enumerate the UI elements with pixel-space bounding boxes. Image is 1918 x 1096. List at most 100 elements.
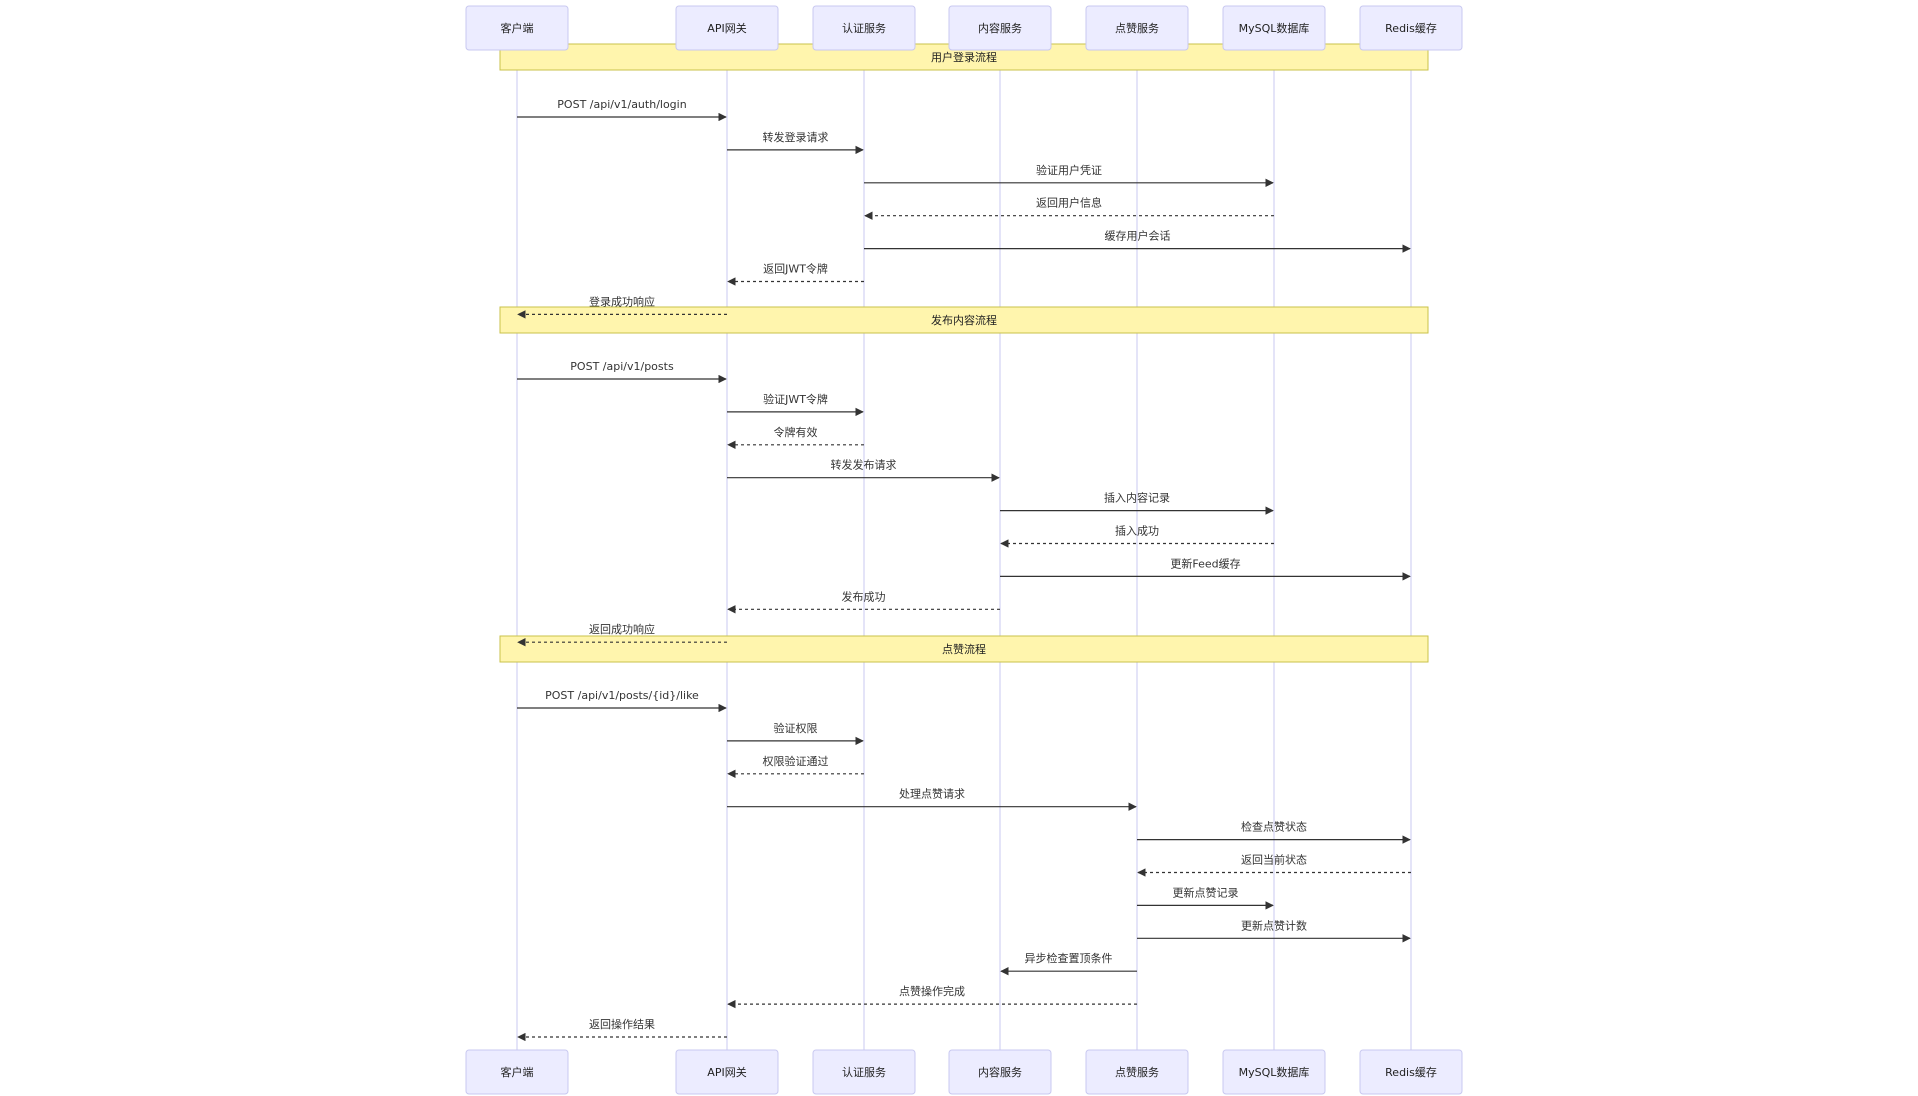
participant-client-top: 客户端 (465, 5, 569, 51)
participant-box (675, 5, 779, 51)
message: 处理点赞请求 (727, 788, 1137, 811)
note-title: 发布内容流程 (931, 313, 997, 327)
participant-redis-top: Redis缓存 (1359, 5, 1463, 51)
participant-client-bottom: 客户端 (465, 1049, 569, 1095)
participant-box (948, 5, 1052, 51)
participant-box (1359, 1049, 1463, 1095)
participant-like-bottom: 点赞服务 (1085, 1049, 1189, 1095)
message: 异步检查置顶条件 (1000, 951, 1137, 976)
participant-auth-bottom: 认证服务 (812, 1049, 916, 1095)
message-label: 发布成功 (842, 589, 886, 603)
lifelines (516, 50, 1412, 1050)
note-box (499, 635, 1429, 663)
participant-box (812, 1049, 916, 1095)
message-label: 返回当前状态 (1241, 853, 1307, 867)
participant-label: Redis缓存 (1385, 21, 1437, 35)
participant-mysql-top: MySQL数据库 (1222, 5, 1326, 51)
participant-box (812, 5, 916, 51)
message-label: 插入内容记录 (1104, 491, 1170, 505)
message-label: 异步检查置顶条件 (1025, 951, 1113, 965)
participant-label: API网关 (707, 1065, 746, 1079)
message: 返回当前状态 (1137, 853, 1411, 877)
note-box (499, 306, 1429, 334)
participant-mysql-bottom: MySQL数据库 (1222, 1049, 1326, 1095)
participant-box (1085, 1049, 1189, 1095)
message-label: 更新点赞记录 (1173, 885, 1239, 899)
participant-box (465, 5, 569, 51)
message: 转发登录请求 (727, 130, 864, 155)
participant-like-top: 点赞服务 (1085, 5, 1189, 51)
message-label: 点赞操作完成 (899, 984, 965, 998)
message-label: 返回成功响应 (589, 622, 655, 636)
participant-label: 内容服务 (978, 21, 1022, 35)
message: 转发发布请求 (727, 458, 1000, 482)
message-label: 权限验证通过 (763, 754, 829, 768)
message-label: 转发登录请求 (763, 130, 829, 144)
participant-label: 点赞服务 (1115, 22, 1159, 35)
participant-label: 客户端 (501, 21, 534, 35)
message-label: POST /api/v1/auth/login (557, 98, 686, 111)
participant-box (1085, 5, 1189, 51)
message-label: 令牌有效 (774, 425, 818, 439)
participant-redis-bottom: Redis缓存 (1359, 1049, 1463, 1095)
message-label: 插入成功 (1115, 524, 1159, 538)
participant-box (675, 1049, 779, 1095)
messages: POST /api/v1/auth/login 转发登录请求验证用户凭证返回用户信… (517, 98, 1411, 1042)
message: 验证用户凭证 (864, 163, 1274, 188)
message-label: 验证用户凭证 (1036, 163, 1102, 177)
message: 验证权限 (727, 721, 864, 746)
participant-label: 客户端 (501, 1065, 534, 1079)
message: 更新点赞计数 (1137, 918, 1411, 943)
participant-label: Redis缓存 (1385, 1065, 1437, 1079)
message-label: 验证权限 (774, 721, 818, 735)
participants-top: 客户端 API网关 认证服务 内容服务 点赞服务 MySQL数据库 Redis缓存 (465, 5, 1463, 51)
message: 检查点赞状态 (1137, 820, 1411, 844)
message: 返回用户信息 (864, 196, 1274, 220)
message-label: 更新点赞计数 (1241, 918, 1307, 932)
message-label: 返回JWT令牌 (763, 262, 828, 276)
message-label: 处理点赞请求 (899, 788, 965, 801)
message: 返回成功响应 (517, 622, 727, 647)
message: 缓存用户会话 (864, 229, 1411, 253)
participant-gateway-bottom: API网关 (675, 1049, 779, 1095)
message-label: 转发发布请求 (831, 458, 897, 472)
message: 更新点赞记录 (1137, 885, 1274, 910)
section-note-3: 点赞流程 (499, 635, 1429, 663)
message: 更新Feed缓存 (1000, 556, 1411, 581)
message: 返回JWT令牌 (727, 262, 864, 286)
message: 发布成功 (727, 589, 1000, 614)
participant-label: 内容服务 (978, 1065, 1022, 1079)
message: POST /api/v1/posts/{id}/like (517, 689, 727, 713)
note-title: 用户登录流程 (931, 50, 997, 64)
participant-label: 认证服务 (842, 1066, 886, 1079)
message: 验证JWT令牌 (727, 392, 864, 417)
participant-label: 点赞服务 (1115, 1066, 1159, 1079)
message-label: 缓存用户会话 (1105, 229, 1171, 243)
participant-content-top: 内容服务 (948, 5, 1052, 51)
message-label: 返回用户信息 (1036, 196, 1102, 210)
message: 返回操作结果 (517, 1017, 727, 1042)
participant-label: API网关 (707, 21, 746, 35)
message: 权限验证通过 (727, 754, 864, 778)
participant-box (1222, 5, 1326, 51)
message-label: POST /api/v1/posts/{id}/like (545, 689, 699, 702)
message-label: POST /api/v1/posts (570, 360, 674, 373)
note-title: 点赞流程 (942, 642, 986, 656)
participant-box (1359, 5, 1463, 51)
message: 令牌有效 (727, 425, 864, 449)
message-label: 更新Feed缓存 (1170, 556, 1240, 570)
participants-bottom: 客户端 API网关 认证服务 内容服务 点赞服务 MySQL数据库 Redis缓存 (465, 1049, 1463, 1095)
message: 插入内容记录 (1000, 491, 1274, 515)
message: 登录成功响应 (517, 294, 727, 319)
message-label: 登录成功响应 (589, 294, 655, 308)
participant-auth-top: 认证服务 (812, 5, 916, 51)
participant-box (465, 1049, 569, 1095)
participant-box (1222, 1049, 1326, 1095)
message: 点赞操作完成 (727, 984, 1137, 1009)
message-label: 检查点赞状态 (1241, 820, 1307, 834)
message-label: 验证JWT令牌 (763, 392, 828, 406)
participant-gateway-top: API网关 (675, 5, 779, 51)
message: POST /api/v1/auth/login (517, 98, 727, 122)
